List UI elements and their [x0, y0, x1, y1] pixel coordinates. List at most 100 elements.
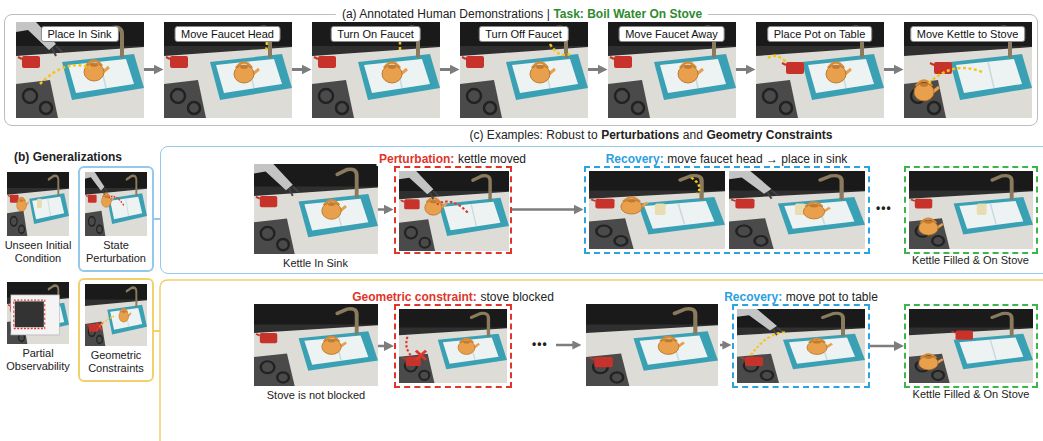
kettle-body	[382, 65, 402, 83]
node-text: Geometric Constraints	[80, 349, 152, 375]
scene-wall	[254, 304, 378, 325]
kettle	[678, 62, 703, 83]
kettle-body	[321, 202, 340, 219]
stove-burner	[319, 89, 333, 103]
text-group: Move Faucet Head	[174, 26, 281, 42]
step-arrow	[720, 344, 726, 347]
countertop	[16, 47, 144, 118]
red-pot	[956, 331, 973, 340]
motion-path	[436, 201, 467, 212]
kettle	[919, 354, 943, 370]
stove-burner	[596, 225, 611, 236]
perturbation-box: Perturbation:kettle moved	[394, 166, 512, 254]
countertop	[737, 328, 865, 383]
constraint-link	[154, 330, 160, 332]
microwave	[11, 295, 59, 335]
motion-path	[691, 177, 700, 193]
sink-basin	[956, 59, 1022, 93]
kettle-lid	[536, 65, 544, 69]
kettle-lid	[813, 341, 821, 344]
stove	[460, 80, 502, 118]
sink-body	[62, 54, 144, 100]
kettle-body	[119, 310, 129, 322]
kettle-lid	[664, 339, 672, 342]
stove	[85, 321, 105, 346]
red-pot	[170, 56, 188, 68]
scene-wall	[460, 22, 588, 46]
scene-photo	[7, 172, 69, 236]
scene-floor	[608, 22, 736, 118]
text-group: State Perturbation	[80, 239, 152, 265]
text-group: Place Pot on Table	[767, 26, 873, 42]
demo-step-frame: Turn On Faucet	[312, 22, 440, 118]
scene-floor	[904, 22, 1032, 118]
node-text: Move Kettle to Stove	[910, 26, 1026, 42]
blocked-mark	[416, 351, 426, 360]
text-group: Place In Sink	[40, 26, 118, 42]
connector	[736, 68, 750, 71]
node-text: Kettle In Sink	[254, 257, 378, 270]
faucet	[337, 309, 356, 333]
kettle-body	[658, 339, 679, 354]
kettle-body	[807, 341, 827, 355]
scene-floor	[729, 171, 865, 249]
pot-handle	[782, 63, 786, 65]
scene-photo	[399, 309, 507, 383]
scene-floor	[85, 284, 147, 346]
kettle	[658, 337, 684, 355]
countertop	[312, 47, 440, 118]
recovery-box: Recovery:move pot to table	[732, 304, 870, 388]
countertop	[254, 325, 378, 386]
kettle	[84, 60, 109, 81]
stove-burner	[23, 89, 37, 103]
scene-wall	[608, 22, 736, 46]
sink-divider	[471, 204, 476, 226]
generalization-example: State Perturbation	[78, 166, 154, 272]
scene-photo	[254, 304, 378, 386]
node-text: Task: Boil Water On Stove	[553, 7, 702, 21]
kettle-body	[234, 65, 254, 83]
countertop	[729, 191, 865, 249]
red-pot	[89, 324, 98, 332]
kettle-body	[919, 356, 938, 370]
scene-frame: Stove is not blocked	[254, 304, 378, 404]
sink-basin	[784, 201, 854, 229]
kettle-lid	[925, 356, 933, 359]
faucet	[127, 176, 137, 195]
countertop	[7, 298, 69, 344]
pot-handle	[18, 57, 22, 59]
connector	[292, 68, 306, 71]
sink-body	[107, 305, 147, 335]
sink-basin	[32, 197, 64, 220]
robot-arm	[399, 171, 433, 194]
scene-floor	[16, 22, 144, 118]
countertop	[589, 191, 725, 249]
sink-body	[777, 197, 864, 234]
scene-floor	[254, 164, 378, 254]
stove	[399, 219, 435, 251]
kettle	[424, 198, 445, 215]
countertop	[608, 47, 736, 118]
stove	[589, 218, 634, 249]
text-group: Perturbation:kettle moved	[376, 152, 529, 166]
pot-handle	[8, 305, 10, 306]
scene-floor	[756, 22, 884, 118]
demo-step-frame: Place In Sink	[16, 22, 144, 118]
sink-divider	[48, 199, 51, 216]
sink-body	[210, 54, 292, 100]
countertop	[85, 189, 147, 236]
text-group: Recovery:move pot to table	[721, 290, 881, 304]
kettle-lid	[122, 311, 126, 313]
sink-body	[299, 331, 378, 370]
text-group: (a) Annotated Human Demonstrations |Task…	[336, 7, 708, 21]
motion-path	[928, 68, 982, 84]
demonstration-panel: (a) Annotated Human Demonstrations |Task…	[4, 14, 1038, 126]
node-text: Perturbations	[601, 128, 679, 142]
stove	[904, 80, 946, 118]
section-label: (b) Generalizations	[14, 150, 122, 164]
scene-wall	[399, 309, 507, 328]
countertop	[399, 191, 509, 250]
sink-divider	[990, 340, 996, 360]
connector	[870, 345, 898, 348]
scene-photo	[737, 309, 865, 383]
